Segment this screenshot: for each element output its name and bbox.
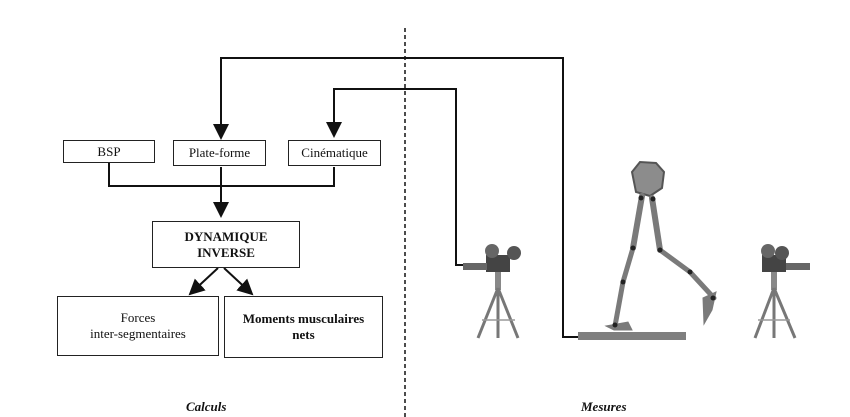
dynamique-label-line1: DYNAMIQUE xyxy=(184,228,268,244)
forces-box: Forces inter-segmentaires xyxy=(57,296,219,356)
camera-left-icon xyxy=(463,244,521,339)
force-plate xyxy=(578,332,686,340)
dynamique-inverse-box: DYNAMIQUE INVERSE xyxy=(152,221,300,268)
walking-subject-icon xyxy=(604,160,717,331)
forces-label-line1: Forces xyxy=(120,310,156,325)
cinematique-box: Cinématique xyxy=(288,140,381,166)
forces-label-line2: inter-segmentaires xyxy=(90,326,186,341)
mesures-section-label: Mesures xyxy=(581,399,627,414)
camera-connector xyxy=(326,88,488,266)
plate-forme-label: Plate-forme xyxy=(188,145,251,160)
bsp-label: BSP xyxy=(97,143,121,159)
bsp-box: BSP xyxy=(63,140,155,163)
dynamique-label-line2: INVERSE xyxy=(197,244,255,260)
moments-box: Moments musculaires nets xyxy=(224,296,383,358)
dynamique-to-moments-arrow xyxy=(223,267,254,296)
plate-forme-box: Plate-forme xyxy=(173,140,266,166)
moments-label-line2: nets xyxy=(292,327,315,342)
dynamique-to-forces-arrow xyxy=(188,267,219,296)
camera-right-icon xyxy=(753,244,810,339)
force-plate-connector xyxy=(213,57,580,338)
cinematique-label: Cinématique xyxy=(301,145,368,160)
moments-label-line1: Moments musculaires xyxy=(242,311,365,326)
calculs-section-label: Calculs xyxy=(186,399,227,414)
